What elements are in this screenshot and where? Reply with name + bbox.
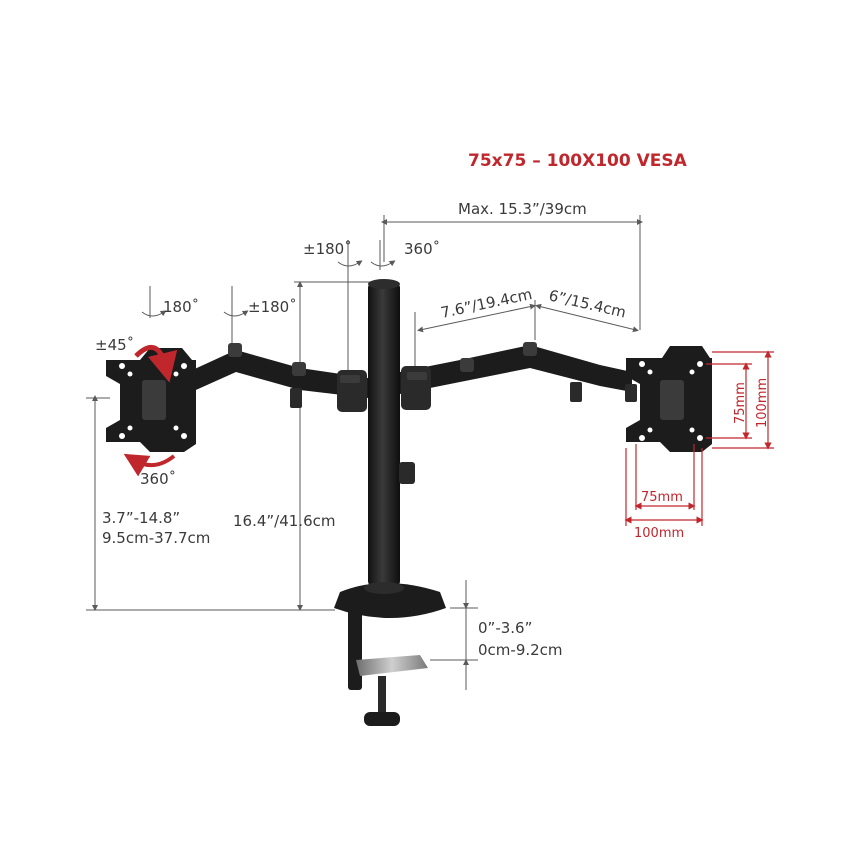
rotate-arrow-icon — [337, 260, 363, 267]
vesa-vertical-small: 75mm — [733, 382, 748, 424]
rotate-arrow-icon — [141, 310, 167, 317]
pole-height-dimension: 16.4”/41.6cm — [233, 281, 372, 611]
left-arm — [175, 350, 368, 398]
tilt-label: ±45˚ — [95, 336, 134, 354]
base-plate — [334, 583, 446, 618]
pole-height-label: 16.4”/41.6cm — [233, 512, 335, 530]
clamp-arm — [348, 610, 362, 690]
pole-rotation-marks: ±180˚ 360˚ — [303, 240, 440, 375]
max-reach-dimension: Max. 15.3”/39cm — [381, 200, 643, 330]
height-range-dimension: 3.7”-14.8” 9.5cm-37.7cm — [86, 395, 335, 611]
swivel-arrow-icon — [370, 260, 396, 267]
tilt-arrow-icon — [134, 344, 178, 383]
vesa-horizontal-large: 100mm — [634, 526, 684, 541]
pole-tilt-label: ±180˚ — [303, 240, 352, 258]
cable-clip — [399, 462, 415, 484]
left-180-label: 180˚ — [163, 298, 199, 316]
left-pm180-label: ±180˚ — [248, 298, 297, 316]
vesa-dimensions: 75mm 100mm 75mm 100mm — [624, 350, 774, 541]
pole-swivel-label: 360˚ — [404, 240, 440, 258]
height-range-in: 3.7”-14.8” — [102, 509, 180, 527]
vesa-horizontal-small: 75mm — [641, 490, 683, 505]
clamp-knob — [364, 712, 400, 726]
vesa-vertical-large: 100mm — [755, 378, 770, 428]
left-vesa-plate — [106, 348, 196, 452]
right-vesa-plate — [626, 346, 712, 452]
right-arm — [400, 345, 632, 394]
pole — [368, 282, 400, 587]
max-reach-label: Max. 15.3”/39cm — [458, 200, 587, 218]
height-range-cm: 9.5cm-37.7cm — [102, 529, 210, 547]
left-360-label: 360˚ — [140, 470, 176, 488]
rotate-arrow-icon — [123, 453, 176, 477]
vesa-title: 75x75 – 100X100 VESA — [468, 151, 688, 171]
rotate-arrow-icon — [223, 310, 249, 317]
clamp-range-in: 0”-3.6” — [478, 619, 532, 637]
arm-seg2-label: 6”/15.4cm — [547, 286, 628, 321]
clamp-range-dimension: 0”-3.6” 0cm-9.2cm — [430, 580, 563, 690]
mount-hardware — [106, 279, 712, 726]
clamp-pad — [356, 655, 428, 676]
clamp-range-cm: 0cm-9.2cm — [478, 641, 563, 659]
